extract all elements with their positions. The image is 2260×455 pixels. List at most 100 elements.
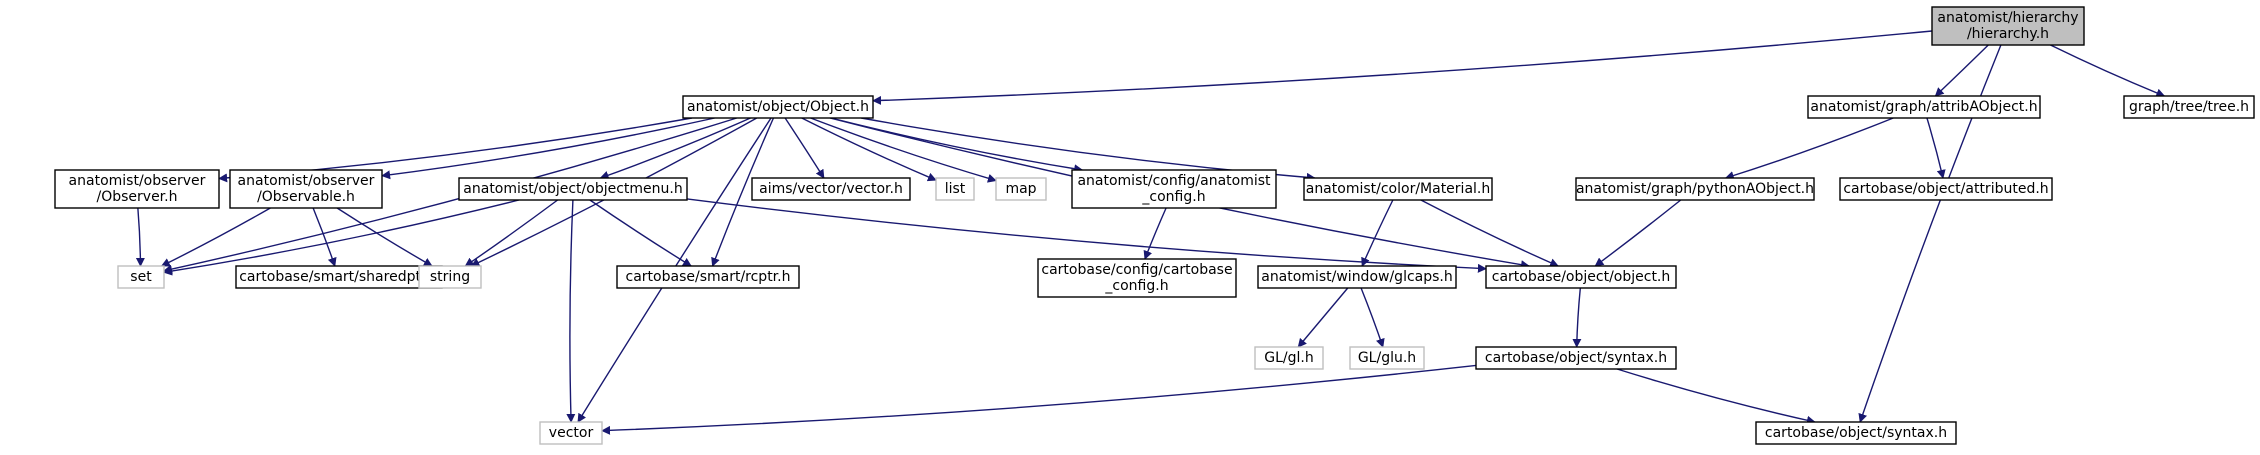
edge-syntax1-to-syntax2	[1616, 368, 1816, 425]
node-label: /hierarchy.h	[1967, 26, 2049, 42]
node-box-cartoobject	[1485, 265, 1677, 289]
edge-object_h-to-observable	[381, 117, 715, 180]
edge-observable-to-string	[336, 207, 433, 267]
node-box-glcaps	[1257, 265, 1457, 289]
edge-observer-to-set	[135, 207, 145, 267]
node-label: /Observer.h	[97, 189, 178, 205]
node-label: _config.h	[1104, 278, 1168, 294]
node-box-vector	[539, 421, 603, 445]
node-vector: vector	[539, 421, 603, 445]
edge-syntax1-to-vector	[601, 364, 1477, 435]
node-object_h[interactable]: anatomist/object/Object.h	[682, 95, 874, 119]
node-box-rcptr	[616, 265, 800, 289]
node-box-string	[418, 265, 482, 289]
node-list: list	[935, 177, 975, 201]
node-label: anatomist/window/glcaps.h	[1261, 269, 1453, 285]
node-box-tree	[2123, 95, 2255, 119]
node-label: anatomist/observer	[238, 173, 375, 189]
edge-attribaobject-to-pythonaobject	[1724, 117, 1894, 180]
edge-object_h-to-aimsvector	[784, 117, 825, 179]
node-label: list	[945, 181, 966, 197]
edge-objectmenu-to-string	[464, 199, 559, 267]
edge-cartoobject-to-syntax1	[1572, 287, 1582, 348]
edge-material-to-cartoobject	[1420, 199, 1559, 267]
node-string: string	[418, 265, 482, 289]
node-label: cartobase/object/syntax.h	[1765, 425, 1947, 441]
edge-object_h-to-rcptr	[711, 117, 775, 267]
node-label: anatomist/object/Object.h	[687, 99, 869, 115]
node-box-map	[995, 177, 1047, 201]
edge-object_h-to-material	[861, 117, 1316, 182]
node-observer[interactable]: anatomist/observer/Observer.h	[54, 169, 220, 209]
node-label: anatomist/hierarchy	[1937, 10, 2078, 26]
node-label: cartobase/config/cartobase	[1041, 262, 1232, 278]
node-attributed[interactable]: cartobase/object/attributed.h	[1839, 177, 2053, 201]
node-label: set	[130, 269, 152, 285]
node-label: aims/vector/vector.h	[759, 181, 903, 197]
node-box-hierarchy	[1931, 6, 2085, 46]
node-box-list	[935, 177, 975, 201]
edge-objectmenu-to-cartoobject	[686, 198, 1487, 273]
edge-glcaps-to-gluh	[1360, 287, 1385, 348]
node-observable[interactable]: anatomist/observer/Observable.h	[229, 169, 383, 209]
node-gluh: GL/glu.h	[1349, 346, 1425, 370]
node-box-objectmenu	[458, 177, 688, 201]
node-box-syntax1	[1475, 346, 1677, 370]
node-label: cartobase/object/syntax.h	[1485, 350, 1667, 366]
edge-hierarchy-to-object_h	[872, 30, 1933, 105]
node-box-anaconfig	[1071, 169, 1277, 209]
node-box-observable	[229, 169, 383, 209]
edge-hierarchy-to-attribaobject	[1934, 44, 1989, 97]
node-label: map	[1005, 181, 1036, 197]
node-material[interactable]: anatomist/color/Material.h	[1303, 177, 1493, 201]
node-glh: GL/gl.h	[1254, 346, 1324, 370]
node-box-set	[117, 265, 165, 289]
node-sharedptr[interactable]: cartobase/smart/sharedptr.h	[235, 265, 443, 289]
edge-observable-to-set	[160, 207, 271, 267]
edge-attribaobject-to-attributed	[1926, 117, 1946, 179]
node-tree[interactable]: graph/tree/tree.h	[2123, 95, 2255, 119]
node-cartoobject[interactable]: cartobase/object/object.h	[1485, 265, 1677, 289]
node-box-object_h	[682, 95, 874, 119]
nodes-layer: anatomist/hierarchy/hierarchy.hanatomist…	[54, 6, 2255, 445]
node-attribaobject[interactable]: anatomist/graph/attribAObject.h	[1807, 95, 2041, 119]
node-pythonaobject[interactable]: anatomist/graph/pythonAObject.h	[1575, 177, 1815, 201]
edge-material-to-glcaps	[1361, 199, 1394, 267]
node-box-cartoconfig	[1037, 258, 1237, 298]
node-rcptr[interactable]: cartobase/smart/rcptr.h	[616, 265, 800, 289]
edges-layer	[135, 30, 2166, 435]
edge-objectmenu-to-vector	[566, 199, 576, 423]
node-label: cartobase/smart/rcptr.h	[626, 269, 791, 285]
node-anaconfig[interactable]: anatomist/config/anatomist_config.h	[1071, 169, 1277, 209]
node-objectmenu[interactable]: anatomist/object/objectmenu.h	[458, 177, 688, 201]
edge-objectmenu-to-rcptr	[589, 199, 692, 267]
edge-object_h-to-map	[810, 117, 997, 183]
edge-object_h-to-list	[801, 117, 937, 182]
node-label: anatomist/graph/attribAObject.h	[1810, 99, 2037, 115]
node-label: string	[430, 269, 470, 285]
node-hierarchy[interactable]: anatomist/hierarchy/hierarchy.h	[1931, 6, 2085, 46]
node-syntax2[interactable]: cartobase/object/syntax.h	[1755, 421, 1957, 445]
edge-objectmenu-to-set	[163, 199, 520, 276]
edge-pythonaobject-to-cartoobject	[1594, 199, 1682, 267]
node-label: anatomist/config/anatomist	[1077, 173, 1271, 189]
node-map: map	[995, 177, 1047, 201]
node-box-attributed	[1839, 177, 2053, 201]
node-label: anatomist/graph/pythonAObject.h	[1576, 181, 1814, 197]
edge-object_h-to-objectmenu	[599, 117, 751, 180]
node-aimsvector[interactable]: aims/vector/vector.h	[751, 177, 911, 201]
node-label: cartobase/object/attributed.h	[1843, 181, 2048, 197]
node-label: /Observable.h	[257, 189, 355, 205]
node-box-attribaobject	[1807, 95, 2041, 119]
edge-observable-to-sharedptr	[312, 207, 337, 267]
node-box-gluh	[1349, 346, 1425, 370]
node-label: anatomist/color/Material.h	[1306, 181, 1491, 197]
node-label: graph/tree/tree.h	[2129, 99, 2249, 115]
node-glcaps[interactable]: anatomist/window/glcaps.h	[1257, 265, 1457, 289]
node-syntax1[interactable]: cartobase/object/syntax.h	[1475, 346, 1677, 370]
node-box-syntax2	[1755, 421, 1957, 445]
node-label: cartobase/smart/sharedptr.h	[239, 269, 439, 285]
node-set: set	[117, 265, 165, 289]
node-cartoconfig[interactable]: cartobase/config/cartobase_config.h	[1037, 258, 1237, 298]
